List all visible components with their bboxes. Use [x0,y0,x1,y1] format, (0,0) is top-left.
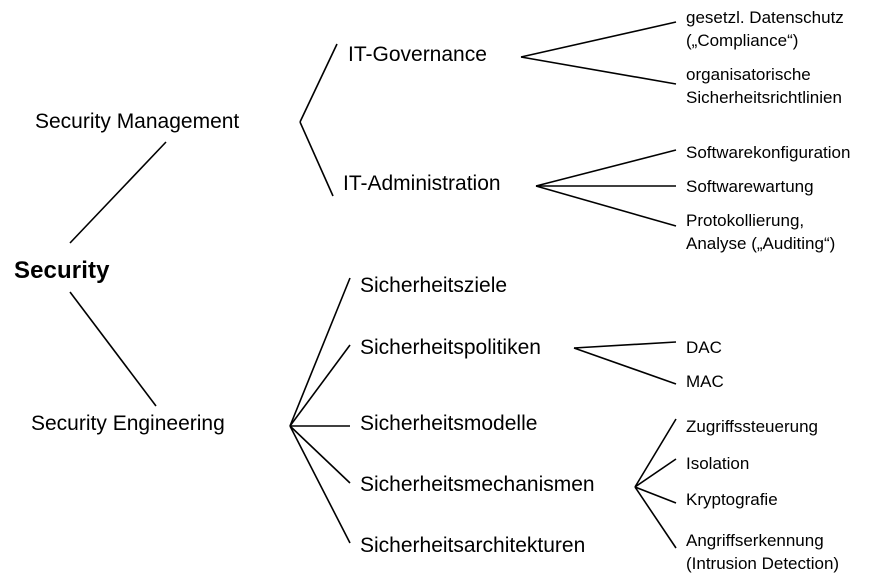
node-sicherheitsziele: Sicherheitsziele [360,274,507,297]
label-text-line: Sicherheitsmodelle [360,412,538,435]
edge-politiken-to-dac [573,341,677,349]
label-text-line: Sicherheitsrichtlinien [686,88,842,107]
node-mac: MAC [686,370,724,393]
edge-engineering-to-ziele [289,277,351,427]
edge-administration-to-protokollierung [535,185,677,227]
edge-politiken-to-mac [573,347,677,385]
node-softwarekonfiguration: Softwarekonfiguration [686,141,850,164]
label-text-line: organisatorische [686,65,811,84]
edge-management-fan-lower [299,121,334,197]
edge-mechanismen-to-isolation [634,458,677,488]
edge-engineering-to-mechanismen [289,425,351,484]
label-text-line: Kryptografie [686,490,778,509]
label-text-line: Security Management [35,110,240,133]
node-softwarewartung: Softwarewartung [686,175,814,198]
label-text-line: Isolation [686,454,750,473]
label-text-line: IT-Governance [348,43,487,66]
label-text-line: DAC [686,338,722,357]
edge-group [69,21,677,549]
edge-security-to-management [69,141,167,244]
node-security-engineering: Security Engineering [31,412,225,435]
label-text-line: Analyse („Auditing“) [686,234,836,253]
label-text-line: („Compliance“) [686,31,799,50]
label-text-line: IT-Administration [343,172,501,195]
edge-mechanismen-to-zugriff [634,418,677,488]
node-protokollierung-analyse: Protokollierung, Analyse („Auditing“) [686,209,835,255]
edge-engineering-to-architekturen [289,425,351,544]
label-text-line: MAC [686,372,724,391]
edge-mechanismen-to-angriff [634,486,677,549]
label-text-line: Angriffserkennung [686,531,824,550]
node-sicherheitsmodelle: Sicherheitsmodelle [360,412,537,435]
label-text-line: Sicherheitspolitiken [360,336,541,359]
node-security-management: Security Management [35,110,239,133]
label-text-line: (Intrusion Detection) [686,554,840,573]
node-gesetzl-datenschutz: gesetzl. Datenschutz („Compliance“) [686,6,844,52]
node-root-security: Security [14,257,110,284]
node-dac: DAC [686,336,722,359]
label-text-line: Sicherheitsarchitekturen [360,534,586,557]
node-kryptografie: Kryptografie [686,488,778,511]
label-text-line: Protokollierung, [686,211,805,230]
node-it-governance: IT-Governance [348,43,487,66]
node-isolation: Isolation [686,452,749,475]
label-text-line: Zugriffssteuerung [686,417,818,436]
label-text-line: Sicherheitsmechanismen [360,473,595,496]
edge-management-fan-upper [299,43,338,123]
node-it-administration: IT-Administration [343,172,501,195]
node-sicherheitspolitiken: Sicherheitspolitiken [360,336,541,359]
label-text-line: Sicherheitsziele [360,274,508,297]
label-text-line: Security [14,257,110,284]
label-text-line: Security Engineering [31,412,225,435]
edge-security-to-engineering [69,291,157,407]
label-text-line: Softwarewartung [686,177,814,196]
edge-governance-to-datenschutz [520,21,677,58]
node-zugriffssteuerung: Zugriffssteuerung [686,415,818,438]
edge-mechanismen-to-krypto [634,486,677,504]
edge-administration-to-konfiguration [535,149,677,187]
edge-engineering-to-politiken [289,344,351,427]
edge-governance-to-richtlinien [520,56,677,85]
node-sicherheitsarchitekturen: Sicherheitsarchitekturen [360,534,585,557]
node-sicherheitsmechanismen: Sicherheitsmechanismen [360,473,595,496]
label-text-line: Softwarekonfiguration [686,143,851,162]
label-text-line: gesetzl. Datenschutz [686,8,844,27]
node-angriffserkennung: Angriffserkennung (Intrusion Detection) [686,529,839,575]
